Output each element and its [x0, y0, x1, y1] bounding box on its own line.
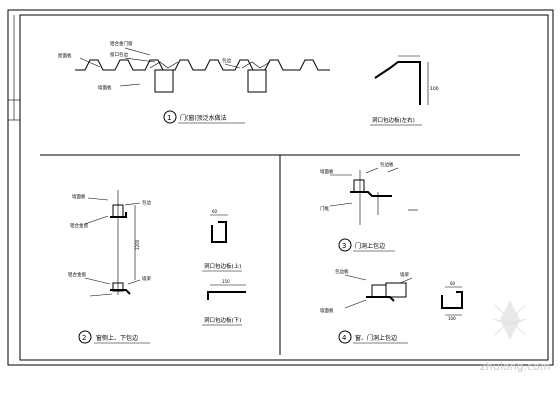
dim-60: 60 — [212, 209, 218, 214]
detail-1-number: 1 — [167, 114, 171, 122]
label-wall-beam: 墙梁 — [142, 275, 151, 282]
label-aluminum-window: 铝合金窗 — [70, 222, 88, 229]
door-trim-box — [353, 179, 365, 193]
detail-2-marker — [78, 330, 92, 344]
detail-2a-caption: 洞口包边板(上) — [204, 262, 241, 270]
trim-down-profile — [207, 291, 246, 300]
drawing-frame — [19, 14, 549, 361]
dim-100: 100 — [430, 86, 439, 92]
small-trim-profile — [441, 291, 463, 309]
opening-box-right — [247, 69, 267, 93]
door-flashing — [350, 191, 392, 197]
label-trim-2: 包边 — [142, 199, 151, 206]
flashing-right — [241, 61, 271, 69]
opening-box-left — [154, 69, 174, 93]
detail-1b-caption: 洞口包边板(左右) — [372, 116, 415, 124]
label-wall-panel-2: 墙面板 — [72, 193, 86, 200]
lower-flashing — [110, 289, 131, 295]
dim-100-b: 100 — [448, 316, 456, 321]
dim-height: 1200 — [135, 239, 140, 250]
label-wall-panel: 墙面板 — [98, 84, 112, 91]
detail-1-caption: 门(窗)顶泛水做法 — [180, 114, 227, 122]
window-trim-box — [371, 284, 387, 298]
label-door-frame: 门框 — [320, 205, 329, 212]
trim-up-profile — [211, 221, 227, 243]
label-wall-panel-4: 墙面板 — [320, 307, 334, 314]
detail-4-caption: 窗、门洞上包边 — [355, 334, 397, 342]
detail-2-number: 2 — [82, 334, 86, 342]
detail-2-caption: 窗侧上、下包边 — [96, 334, 138, 342]
trim-panel-profile — [374, 61, 421, 105]
dim-150: 150 — [222, 279, 230, 284]
label-trim-panel-2: 包边板 — [335, 268, 349, 275]
label-wall-panel-3: 墙面板 — [320, 168, 334, 175]
label-wall-beam-2: 墙梁 — [400, 271, 409, 278]
detail-3-caption: 门洞上包边 — [355, 242, 385, 250]
flashing-left — [149, 61, 179, 69]
detail-2b-caption: 洞口包边板(下) — [204, 316, 241, 324]
label-window-trim: 窗口包边 — [110, 51, 128, 58]
label-door-window: 铝合金门窗 — [110, 40, 133, 47]
label-trim: 包边 — [222, 57, 231, 64]
detail-4-number: 4 — [342, 334, 347, 342]
label-roof-panel: 屋面板 — [58, 52, 72, 59]
label-aluminum-window-2: 铝合金窗 — [68, 271, 86, 278]
watermark-logo — [490, 300, 530, 340]
detail-3-marker — [338, 238, 352, 252]
upper-flashing — [110, 212, 127, 218]
dim-60-b: 60 — [450, 281, 456, 286]
watermark-text: zhulong.com — [480, 360, 550, 373]
window-frame-box — [385, 282, 407, 298]
roof-panel-profile — [75, 59, 330, 71]
sheet-border — [7, 9, 554, 366]
window-flashing — [366, 296, 395, 302]
label-trim-panel: 包边板 — [380, 161, 394, 168]
detail-3-number: 3 — [342, 242, 346, 250]
detail-1-marker — [163, 110, 177, 124]
detail-4-marker — [338, 330, 352, 344]
